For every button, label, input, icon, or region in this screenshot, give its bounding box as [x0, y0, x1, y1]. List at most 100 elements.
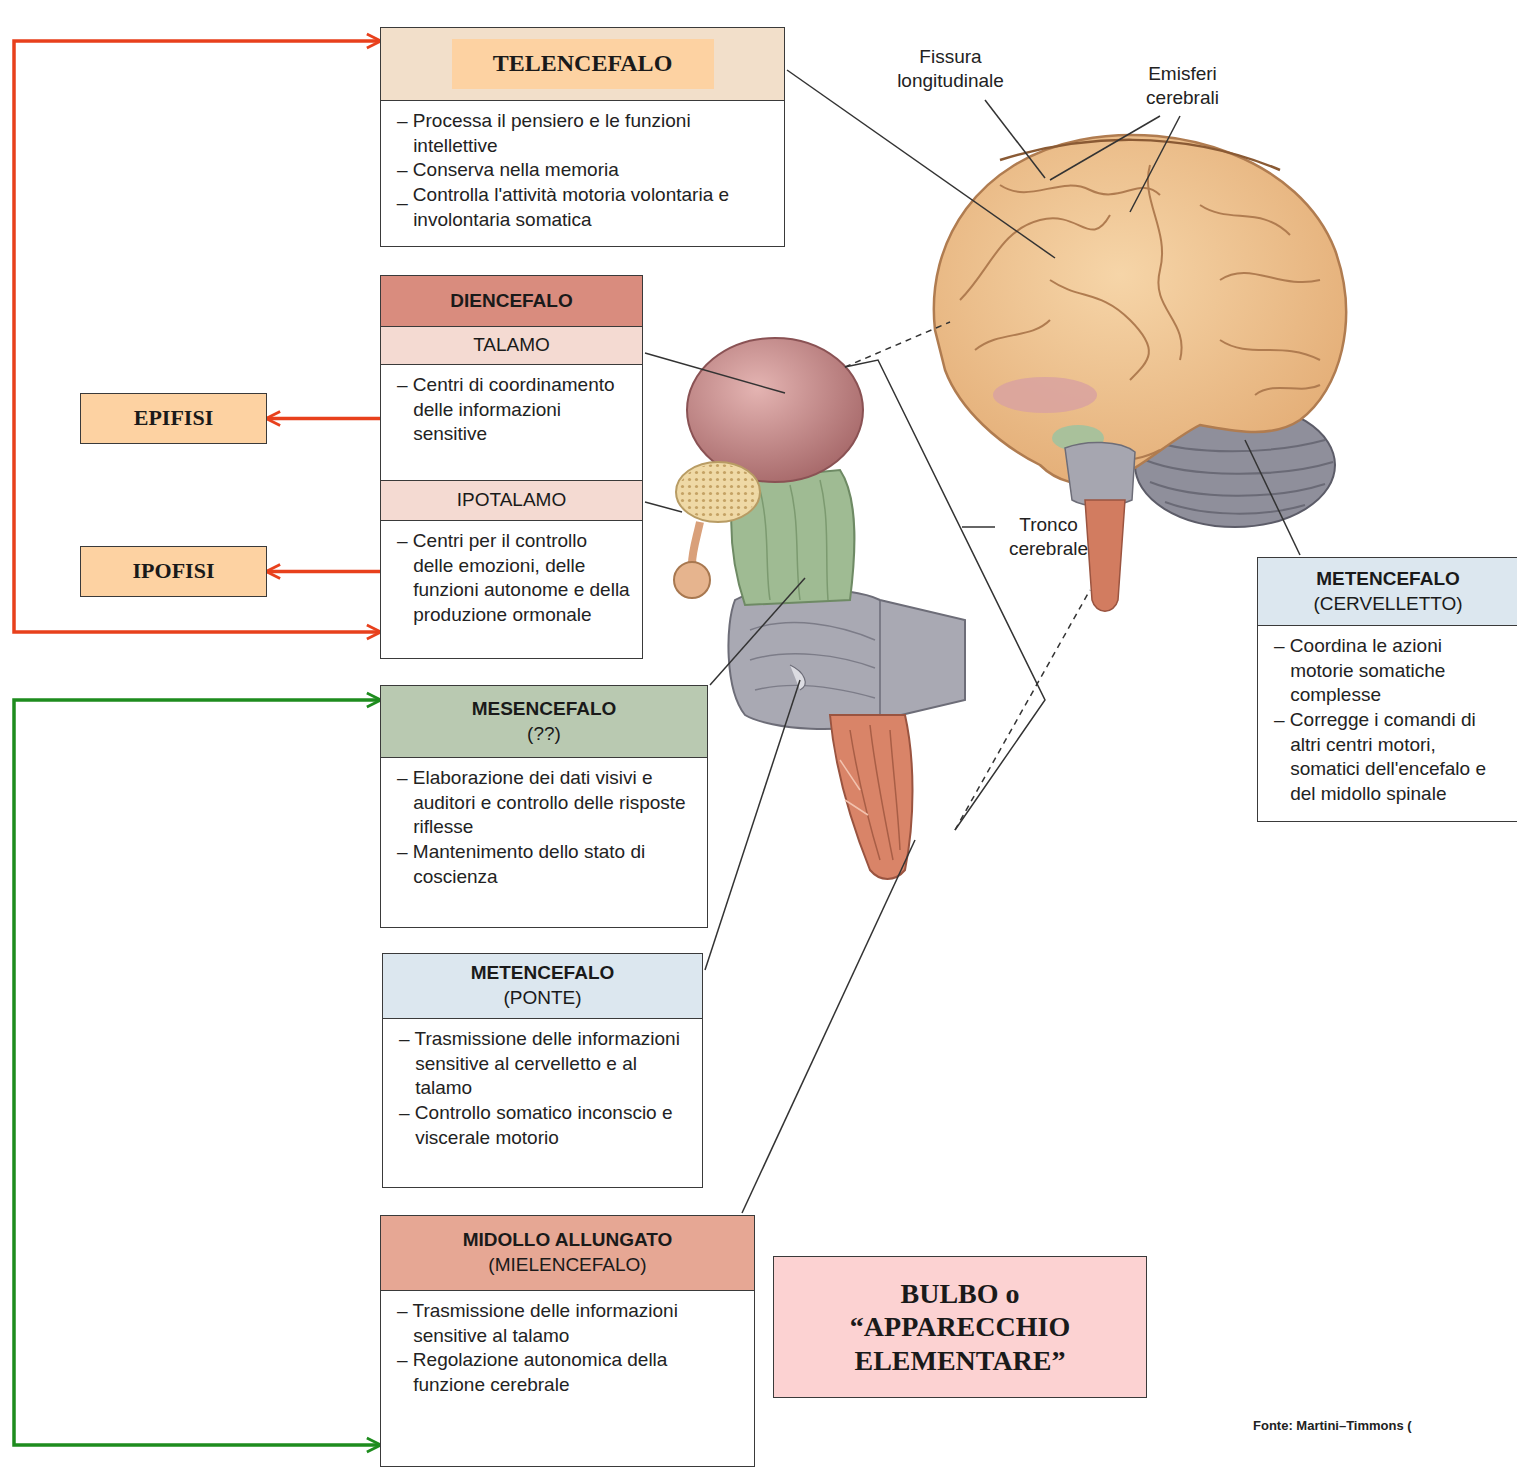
cerebellum	[1150, 440, 1325, 451]
function-item: – Elaborazione dei dati visivi e auditor…	[397, 766, 695, 840]
thalamus	[687, 338, 863, 482]
medulla	[830, 715, 913, 879]
brainstem-bracket	[845, 360, 1045, 830]
cerebellum	[1165, 502, 1305, 514]
medulla	[890, 730, 900, 850]
region-box: MESENCEFALO(??) – Elaborazione dei dati v…	[380, 685, 708, 928]
region-title: MIDOLLO ALLUNGATO	[463, 1228, 673, 1253]
subregion-box: IPOTALAMO – Centri per il controllo delle…	[381, 480, 642, 658]
pons	[728, 589, 965, 729]
pons	[750, 654, 875, 668]
box-body: – Trasmissione delle informazioni sensit…	[383, 1019, 702, 1160]
cerebrum	[1000, 185, 1160, 195]
pons	[750, 623, 875, 640]
cerebrum	[934, 135, 1346, 484]
cerebrum	[1220, 340, 1320, 360]
medulla	[870, 725, 893, 860]
optic-region	[676, 462, 760, 522]
dashed-guides	[845, 322, 1090, 830]
box-body: – Trasmissione delle informazioni sensit…	[381, 1291, 754, 1408]
dashed-guides	[845, 322, 950, 367]
box-header: METENCEFALO(PONTE)	[383, 954, 702, 1019]
optic-region	[676, 462, 760, 522]
pons	[728, 589, 965, 729]
cerebrum	[1255, 385, 1320, 395]
box-header: DIENCEFALO	[381, 276, 642, 326]
box-body: – Elaborazione dei dati visivi e auditor…	[381, 758, 707, 899]
subregion-box: TALAMO – Centri di coordinamento delle in…	[381, 326, 642, 480]
inner-brain-regions	[993, 377, 1135, 611]
function-item: – Centri per il controllo delle emozioni…	[397, 529, 630, 628]
inner-brain-regions	[1065, 442, 1135, 506]
cerebrum	[975, 320, 1050, 350]
leader-lines	[1130, 116, 1180, 212]
box-body: – Coordina le azioni motorie somatiche c…	[1258, 626, 1517, 817]
medulla	[830, 715, 913, 879]
region-box: METENCEFALO(CERVELLETTO)– Coordina le az…	[1257, 557, 1517, 822]
region-subtitle: (MIELENCEFALO)	[488, 1253, 646, 1278]
bracket-arrow	[267, 570, 381, 574]
pituitary	[674, 522, 710, 598]
region-box: METENCEFALO(PONTE) – Trasmissione delle i…	[382, 953, 703, 1188]
cerebrum	[1000, 140, 1280, 170]
region-subtitle: (PONTE)	[503, 986, 581, 1011]
pituitary	[692, 522, 700, 564]
region-title: TALAMO	[473, 333, 550, 358]
brainstem-bracket	[845, 360, 1045, 830]
thalamus	[687, 338, 863, 482]
function-item: – Trasmissione delle informazioni sensit…	[397, 1299, 713, 1348]
function-item: – Trasmissione delle informazioni sensit…	[399, 1027, 690, 1101]
part-label: Tronco cerebrale	[1001, 513, 1096, 561]
box-title: IPOFISI	[133, 558, 215, 584]
cerebrum	[1200, 205, 1290, 235]
cerebrum	[1148, 165, 1182, 360]
function-item: – Conserva nella memoria	[397, 158, 772, 183]
box-body: – Centri per il controllo delle emozioni…	[381, 521, 642, 658]
region-subtitle: (CERVELLETTO)	[1313, 592, 1462, 617]
medulla	[840, 760, 868, 815]
inner-brain-regions	[993, 377, 1097, 413]
leader-lines	[962, 526, 995, 528]
box-body: – Centri di coordinamento delle informaz…	[381, 365, 642, 480]
leader-lines	[705, 680, 800, 970]
cerebellum	[1150, 482, 1325, 496]
box-title: BULBO o “APPARECCHIO ELEMENTARE”	[830, 1277, 1090, 1378]
connectors	[14, 41, 381, 1445]
function-item: _ Controlla l'attività motoria volontari…	[397, 183, 772, 232]
pons	[755, 685, 875, 698]
function-item: – Corregge i comandi di altri centri mot…	[1274, 708, 1506, 807]
midbrain	[760, 490, 770, 600]
leader-lines	[645, 502, 682, 512]
box-body: – Processa il pensiero e le funzioni int…	[381, 101, 784, 242]
pons	[879, 600, 881, 720]
region-box: MIDOLLO ALLUNGATO(MIELENCEFALO) – Trasmis…	[380, 1215, 755, 1467]
leader-lines	[742, 840, 915, 1213]
inner-brain-regions	[1085, 500, 1125, 611]
bracket-arrow	[14, 41, 380, 632]
optic-region	[678, 464, 758, 520]
gland-box: IPOFISI	[80, 546, 267, 597]
leader-lines	[787, 70, 1055, 258]
leader-lines	[1245, 440, 1300, 555]
bracket-arrow	[14, 700, 380, 1445]
leader-lines	[710, 578, 805, 685]
region-title: IPOTALAMO	[457, 488, 566, 513]
box-header: METENCEFALO(CERVELLETTO)	[1258, 558, 1517, 626]
region-title: DIENCEFALO	[450, 289, 572, 314]
source-note: Fonte: Martini–Timmons (	[1253, 1418, 1503, 1434]
cerebellum	[1145, 460, 1333, 474]
box-header: IPOTALAMO	[381, 481, 642, 521]
title-band: TELENCEFALO	[452, 39, 714, 88]
leader-lines	[1050, 116, 1160, 180]
function-item: – Controllo somatico inconscio e viscera…	[399, 1101, 690, 1150]
region-title: METENCEFALO	[1316, 567, 1460, 592]
box-title: EPIFISI	[134, 405, 213, 431]
midbrain	[820, 480, 828, 600]
box-header: MESENCEFALO(??)	[381, 686, 707, 758]
region-box: TELENCEFALO – Processa il pensiero e le f…	[380, 27, 785, 247]
region-title: TELENCEFALO	[462, 48, 704, 79]
part-label: Emisferi cerebrali	[1130, 62, 1235, 110]
dashed-guides	[955, 590, 1090, 830]
box-header: TELENCEFALO	[381, 28, 784, 101]
function-item: – Processa il pensiero e le funzioni int…	[397, 109, 772, 158]
